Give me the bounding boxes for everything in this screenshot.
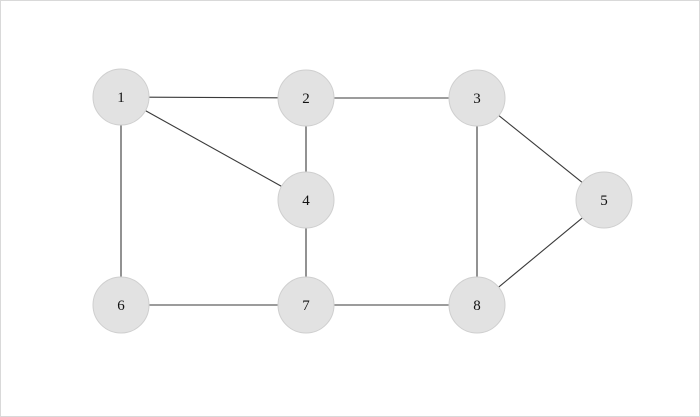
graph-edge-1-2 (148, 96, 279, 99)
graph-node-3[interactable]: 3 (448, 69, 506, 127)
graph-node-circle-8[interactable] (448, 276, 506, 334)
graph-node-circle-2[interactable] (277, 69, 335, 127)
graph-node-5[interactable]: 5 (575, 171, 633, 229)
graph-node-2[interactable]: 2 (277, 69, 335, 127)
graph-node-circle-3[interactable] (448, 69, 506, 127)
graph-node-circle-1[interactable] (92, 68, 150, 126)
graph-node-1[interactable]: 1 (92, 68, 150, 126)
node-layer: 1 2 3 4 5 6 7 8 (92, 68, 633, 334)
graph-node-circle-7[interactable] (277, 276, 335, 334)
graph-edge-3-5 (498, 115, 583, 183)
edge-layer (120, 96, 583, 306)
graph-node-circle-5[interactable] (575, 171, 633, 229)
graph-node-6[interactable]: 6 (92, 276, 150, 334)
graph-node-4[interactable]: 4 (277, 171, 335, 229)
graph-node-circle-6[interactable] (92, 276, 150, 334)
graph-edge-5-8 (498, 217, 583, 288)
graph-edge-1-4 (145, 110, 282, 187)
graph-node-circle-4[interactable] (277, 171, 335, 229)
graph-node-7[interactable]: 7 (277, 276, 335, 334)
graph-node-8[interactable]: 8 (448, 276, 506, 334)
